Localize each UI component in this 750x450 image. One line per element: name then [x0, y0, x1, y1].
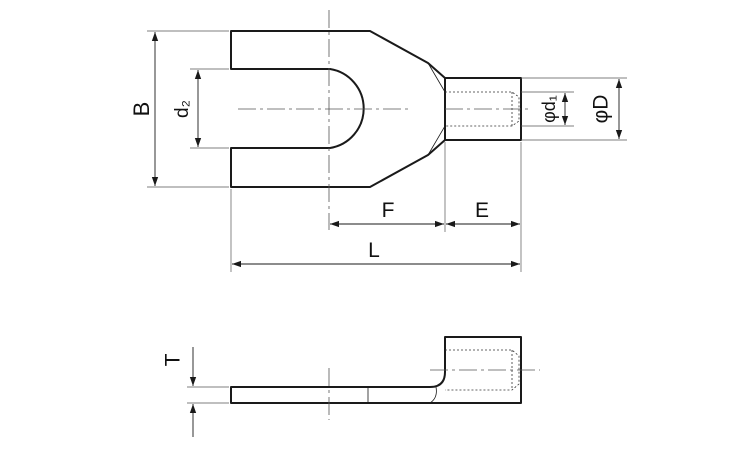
side-outline: [230, 336, 522, 404]
label-phi-d1: φd₁: [539, 95, 559, 123]
dimension-t: T: [162, 347, 229, 437]
transition-lines: [427, 62, 446, 156]
dimension-l: L: [230, 189, 520, 272]
dimension-phi-d: φD: [521, 77, 627, 141]
top-view: [230, 10, 530, 230]
side-bend-line: [367, 386, 437, 404]
fork-outline: [230, 30, 446, 188]
dimension-phi-d1: φd₁: [521, 91, 574, 127]
label-t: T: [162, 353, 185, 366]
label-b: B: [129, 102, 154, 117]
side-view: [230, 336, 540, 420]
label-e: E: [475, 199, 489, 222]
dimension-d2: d₂: [172, 68, 229, 149]
dimension-b: B: [129, 30, 229, 188]
label-l: L: [368, 239, 380, 262]
label-d2: d₂: [172, 100, 193, 118]
label-phi-d: φD: [590, 95, 613, 124]
dimension-f-e: F E: [330, 142, 522, 272]
label-f: F: [382, 199, 395, 222]
